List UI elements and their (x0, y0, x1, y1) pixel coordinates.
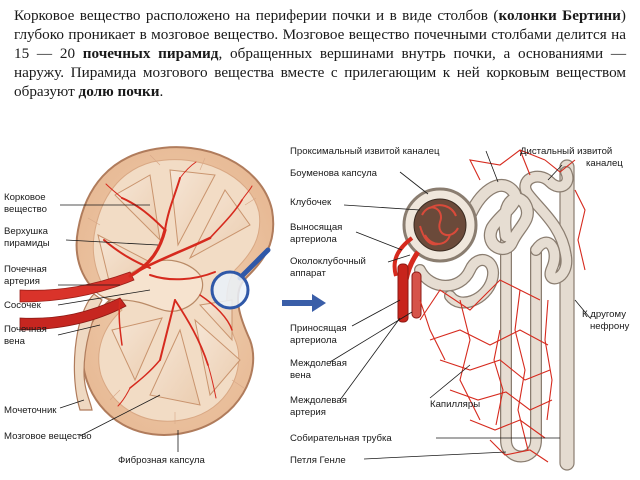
interlobar-vein (411, 271, 422, 319)
kidney-vessels (103, 161, 253, 407)
label-il-vein-2: вена (290, 370, 312, 381)
efferent-arteriole (392, 236, 414, 277)
text-part: ) глубоко проникает в мозговое вещество.… (14, 7, 626, 62)
bold-term-lobe: долю почки (78, 83, 160, 100)
interlobar-artery (397, 263, 409, 323)
label-artery-2: артерия (4, 276, 40, 287)
kidney-section (19, 146, 275, 436)
kidney-labels: Корковое вещество Верхушка пирамиды Поче… (4, 192, 206, 466)
label-vein-1: Почечная (4, 324, 47, 335)
nephron-labels: Проксимальный извитой каналец Дистальный… (290, 146, 629, 466)
peritubular-capillaries (419, 149, 586, 463)
label-papilla: Сосочек (4, 300, 42, 311)
magnifier-icon (210, 247, 271, 310)
label-bowman-capsule: Боуменова капсула (290, 168, 378, 179)
collecting-duct (559, 159, 575, 471)
label-fibrous-capsule: Фиброзная капсула (118, 455, 206, 466)
label-loop-of-henle: Петля Генле (290, 455, 346, 466)
label-other-nephron-2: нефрону (590, 321, 629, 332)
label-il-vein-1: Междолевая (290, 358, 347, 369)
label-jga-2: аппарат (290, 268, 327, 279)
label-apex-2: пирамиды (4, 238, 50, 249)
label-il-artery-2: артерия (290, 407, 326, 418)
bold-term-pyramids: почечных пирамид (82, 45, 219, 62)
label-jga-1: Околоклубочный (290, 256, 366, 267)
text-part: , обращенных вершинами внутрь почки, а о… (14, 45, 627, 100)
nephron-leader-lines (329, 150, 591, 460)
arrow-right-icon (282, 294, 326, 312)
label-capillaries: Капилляры (430, 399, 480, 410)
label-distal-tubule-1: Дистальный извитой (520, 146, 612, 157)
label-vein-2: вена (4, 336, 26, 347)
text-part: . (159, 83, 164, 100)
label-efferent-2: артериола (290, 234, 337, 245)
label-afferent-1: Приносящая (290, 323, 347, 334)
label-cortex-1: Корковое (4, 192, 46, 203)
label-cortex-2: вещество (4, 204, 47, 215)
label-il-artery-1: Междолевая (290, 395, 347, 406)
label-apex-1: Верхушка (4, 226, 49, 237)
label-artery-1: Почечная (4, 264, 47, 275)
nephron (329, 149, 591, 471)
renal-artery (19, 271, 135, 303)
text-part: Корковое вещество расположено на перифер… (14, 7, 499, 24)
description-paragraph: Корковое вещество расположено на перифер… (14, 6, 626, 101)
label-proximal-tubule: Проксимальный извитой каналец (290, 146, 440, 157)
label-afferent-2: артериола (290, 335, 337, 346)
label-efferent-1: Выносящая (290, 222, 342, 233)
label-collecting-duct: Собирательная трубка (290, 433, 392, 444)
renal-vein (19, 297, 127, 331)
label-ureter: Мочеточник (4, 405, 57, 416)
label-distal-tubule-2: каналец (586, 158, 623, 169)
label-other-nephron-1: К другому (582, 309, 626, 320)
glomerulus-capillary-tuft (419, 204, 459, 246)
label-medulla: Мозговое вещество (4, 431, 92, 442)
cortex-streaks (87, 154, 257, 424)
label-glomerulus: Клубочек (290, 197, 332, 208)
bold-term-bertini: колонки Бертини (498, 7, 621, 24)
